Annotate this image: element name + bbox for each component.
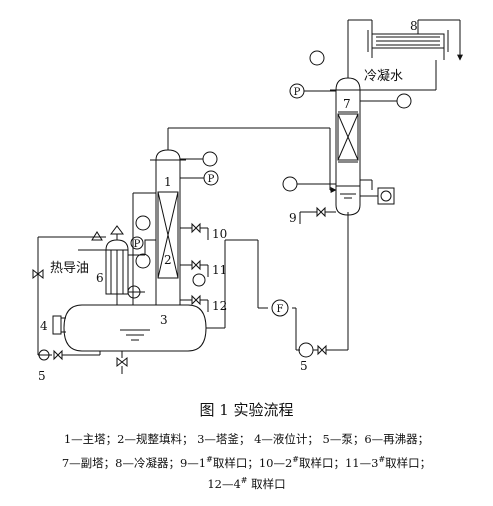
figure-caption: 图 1 实验流程 bbox=[199, 401, 294, 419]
gauge-f: F bbox=[277, 304, 284, 315]
main-column bbox=[150, 127, 337, 306]
label-heat-oil: 热导油 bbox=[50, 261, 89, 276]
label-condenser: 8 bbox=[410, 19, 418, 33]
sample-ports-main bbox=[180, 222, 209, 312]
label-pump-left: 5 bbox=[38, 369, 46, 383]
still-vessel bbox=[63, 304, 207, 374]
label-sample-9: 9 bbox=[289, 211, 297, 225]
flow-gauge bbox=[271, 299, 289, 317]
indicator-gauges bbox=[127, 50, 412, 299]
legend-line-3: 12—4# 取样口 bbox=[207, 476, 286, 491]
sub-column bbox=[330, 19, 372, 216]
label-packing: 2 bbox=[164, 253, 172, 267]
label-level-gauge: 4 bbox=[40, 319, 48, 333]
label-cooling-water: 冷凝水 bbox=[364, 68, 403, 84]
label-reboiler: 6 bbox=[96, 271, 104, 285]
label-pump-right: 5 bbox=[300, 359, 308, 373]
heat-oil-loop bbox=[32, 231, 106, 361]
label-sample-12: 12 bbox=[212, 299, 227, 313]
condenser bbox=[360, 19, 463, 91]
pump-right bbox=[298, 342, 314, 358]
label-main-column: 1 bbox=[164, 175, 172, 189]
sample-port-9 bbox=[299, 206, 336, 224]
legend-line-2: 7—副塔；8—冷凝器；9—1#取样口；10—2#取样口；11—3#取样口； bbox=[61, 455, 432, 470]
label-still: 3 bbox=[160, 313, 168, 327]
reboiler bbox=[105, 225, 156, 305]
process-flow-diagram: 1 2 3 4 5 5 6 7 8 9 10 11 12 热导油 冷凝水 P P… bbox=[32, 19, 463, 383]
pump-left bbox=[38, 349, 50, 361]
structured-packing bbox=[157, 191, 179, 279]
gauge-p-reboiler: P bbox=[134, 239, 141, 250]
heater bbox=[377, 187, 395, 205]
gauge-p-sub: P bbox=[294, 87, 301, 98]
level-gauge bbox=[52, 315, 66, 335]
label-sample-10: 10 bbox=[212, 227, 227, 241]
gauge-p-main: P bbox=[208, 174, 215, 185]
legend-line-1: 1—主塔；2—规整填料； 3—塔釜； 4—液位计； 5—泵；6—再沸器； bbox=[63, 432, 430, 446]
label-sub-column: 7 bbox=[343, 97, 351, 111]
label-sample-11: 11 bbox=[212, 263, 227, 277]
pressure-gauges bbox=[130, 83, 336, 250]
